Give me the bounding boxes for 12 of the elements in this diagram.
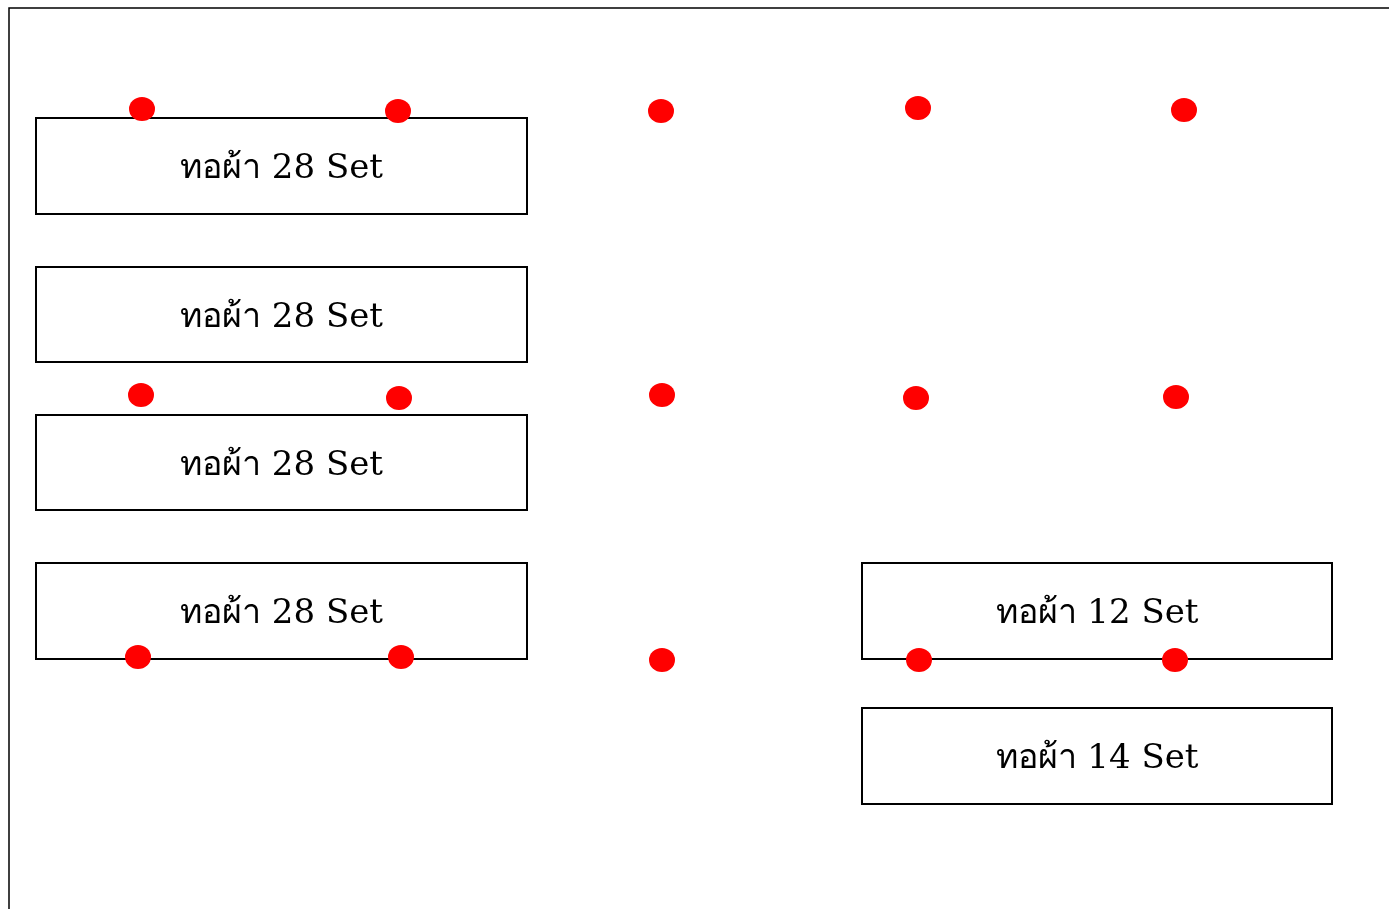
box-label: ทอผ้า 28 Set (180, 145, 383, 188)
box-label: ทอผ้า 12 Set (995, 590, 1199, 633)
box-label: ทอผ้า 28 Set (180, 293, 383, 337)
box-label: ทอผ้า 28 Set (180, 441, 383, 485)
process-box (35, 266, 528, 363)
process-box (35, 414, 528, 511)
process-box (861, 707, 1333, 805)
process-box (35, 562, 528, 660)
process-box (861, 562, 1333, 660)
box-label: ทอผ้า 28 Set (180, 590, 383, 633)
process-box (35, 117, 528, 215)
box-label: ทอผ้า 14 Set (995, 735, 1199, 778)
